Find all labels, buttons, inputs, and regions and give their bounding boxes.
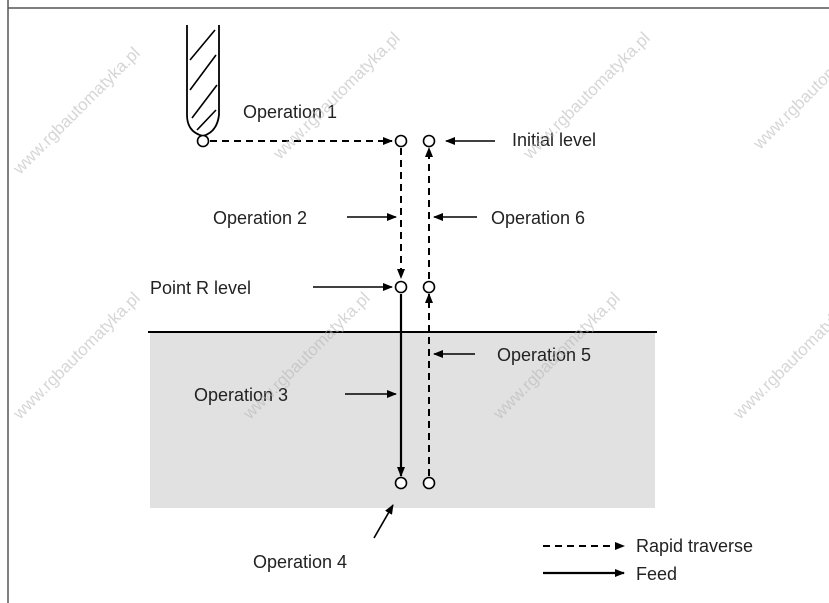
watermark-text: www.rgbautomatyka.pl bbox=[269, 28, 404, 163]
r-point-down bbox=[394, 280, 408, 294]
initial-level-label: Initial level bbox=[512, 130, 596, 150]
frame-border bbox=[7, 0, 829, 603]
operation-2-label: Operation 2 bbox=[213, 208, 307, 228]
operation-1-label: Operation 1 bbox=[243, 102, 337, 122]
start-point bbox=[196, 134, 210, 148]
operation-4-label: Operation 4 bbox=[253, 552, 347, 572]
watermark-text: www.rgbautomatyka.pl bbox=[729, 288, 829, 423]
operation-3-label: Operation 3 bbox=[194, 385, 288, 405]
watermark-text: www.rgbautomatyka.pl bbox=[749, 18, 829, 153]
legend-feed-label: Feed bbox=[636, 564, 677, 584]
legend: Rapid traverse Feed bbox=[543, 536, 753, 584]
operation-5-label: Operation 5 bbox=[497, 345, 591, 365]
drill-icon bbox=[186, 25, 220, 137]
legend-rapid-label: Rapid traverse bbox=[636, 536, 753, 556]
r-point-up bbox=[422, 280, 436, 294]
watermark-text: www.rgbautomatyka.pl bbox=[9, 43, 144, 178]
watermark-text: www.rgbautomatyka.pl bbox=[9, 288, 144, 423]
label-pointers bbox=[313, 137, 495, 539]
point-r-level-label: Point R level bbox=[150, 278, 251, 298]
initial-point-down bbox=[394, 134, 408, 148]
path-points bbox=[196, 134, 436, 490]
operation-4-pointer bbox=[373, 504, 394, 539]
operation-6-label: Operation 6 bbox=[491, 208, 585, 228]
bottom-point-up bbox=[422, 476, 436, 490]
initial-point-up bbox=[422, 134, 436, 148]
bottom-point-down bbox=[394, 476, 408, 490]
